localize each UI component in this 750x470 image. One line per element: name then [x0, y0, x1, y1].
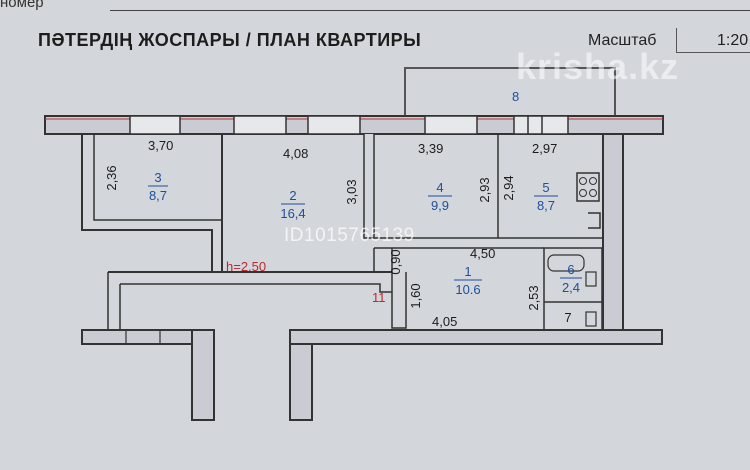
window-room-5 [513, 115, 569, 135]
room-4-area: 9,9 [431, 198, 449, 213]
bathtub-icon [547, 254, 585, 272]
exterior-wall-bottom-right [289, 329, 663, 345]
stair-wall-right [289, 343, 313, 421]
page-title: ПӘТЕРДІҢ ЖОСПАРЫ / ПЛАН КВАРТИРЫ [38, 30, 422, 50]
room-3-number: 3 [154, 170, 161, 185]
window-room-3 [129, 115, 181, 135]
dim-hall-left-a: 0,90 [388, 249, 403, 274]
dim-hall-width: 4,50 [470, 246, 495, 261]
room-7-number: 7 [564, 310, 571, 325]
room-3-inner [93, 134, 222, 221]
corridor-inner-wall [120, 283, 392, 293]
room-2-number: 2 [289, 188, 296, 203]
dim-room5-width: 2,97 [532, 141, 557, 156]
room-3-walls [81, 134, 223, 273]
dim-room3-depth: 2,36 [104, 165, 119, 190]
room-5-area: 8,7 [537, 198, 555, 213]
dim-room2-depth: 3,03 [344, 179, 359, 204]
room-5-number: 5 [542, 180, 549, 195]
stove-burner [589, 177, 597, 185]
dim-room4-depth: 2,93 [477, 177, 492, 202]
listing-id-watermark: ID1015765139 [284, 225, 415, 246]
window-room-4 [424, 115, 478, 135]
window-room-2b [307, 115, 361, 135]
number-label: номер [0, 0, 44, 11]
sink-icon [588, 212, 601, 229]
corridor-left-wall [107, 272, 121, 331]
dim-hall-left-b: 1,60 [408, 283, 423, 308]
dim-room2-width: 4,08 [283, 146, 308, 161]
room-1-number: 1 [464, 264, 471, 279]
washbasin-icon [585, 271, 597, 287]
stair-wall-left [191, 329, 215, 421]
room-1-area: 10.6 [455, 282, 480, 297]
room-6-area: 2,4 [562, 280, 580, 295]
krisha-watermark: krisha.kz [516, 46, 680, 87]
stove-icon [576, 172, 600, 202]
dim-room3-width: 3,70 [148, 138, 173, 153]
stove-burner [579, 189, 587, 197]
room-6-number: 6 [567, 262, 574, 277]
hall-left-wall [391, 248, 407, 329]
partition-2-4 [363, 134, 375, 239]
room-4-number: 4 [436, 180, 443, 195]
header-rule [110, 10, 750, 11]
dim-hall-bottom-width: 4,05 [432, 314, 457, 329]
corridor-number: 11 [372, 290, 386, 305]
stove-burner [579, 177, 587, 185]
dim-room4-width: 3,39 [418, 141, 443, 156]
stove-burner [589, 189, 597, 197]
balcony-number: 8 [512, 89, 519, 104]
exterior-wall-right [602, 133, 624, 331]
room-3-area: 8,7 [149, 188, 167, 203]
ceiling-height: h=2.50 [226, 259, 266, 274]
scale-label: Масштаб [588, 32, 657, 49]
exterior-wall-bottom-left [81, 329, 193, 345]
toilet-icon [585, 311, 597, 327]
scale-value: 1:20 [676, 28, 750, 53]
window-room-2a [233, 115, 287, 135]
room-2-area: 16,4 [280, 206, 305, 221]
dim-room5-depth: 2,94 [501, 175, 516, 200]
dim-hall-right: 2,53 [526, 285, 541, 310]
